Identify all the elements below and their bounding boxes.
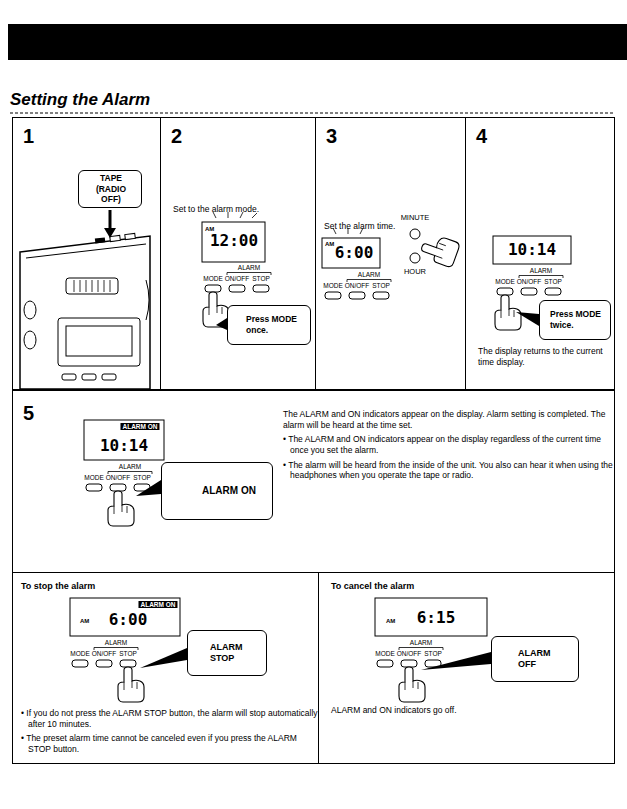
panel-heading: To cancel the alarm [331,581,601,592]
button-label: ON/OFF [517,278,542,285]
step-panel: 1TAPE (RADIO OFF) [12,117,161,390]
callout-text: ALARM STOP [210,642,260,665]
button-label: MODE [70,650,90,657]
button-label: MODE [84,474,104,481]
callout-text: ALARM ON [202,485,262,498]
step-panel: To cancel the alarmALARM and ON indicato… [318,572,615,764]
lcd-indicator: AM [325,241,334,248]
lcd-indicator: AM [205,226,214,233]
button-label: STOP [424,650,442,657]
lcd-digits: 10:14 [508,241,556,259]
callout-box: Press MODE once. [227,305,311,345]
callout-box: ALARM OFF [491,636,579,682]
button-label: ON/OFF [106,474,131,481]
callout-text: Press MODE twice. [550,309,604,330]
button-label: STOP [133,474,151,481]
button-label: MODE [203,275,223,282]
note-bullet: • If you do not press the ALARM STOP but… [21,708,318,729]
lcd-digits: 6:15 [417,609,456,627]
button-label: ALARM [357,271,381,278]
instruction-text: Set the alarm time. [324,221,402,232]
header-bar [8,24,627,60]
title-rule [10,113,615,114]
minute-button [410,229,420,239]
button-label: ALARM [237,264,261,271]
button-label: STOP [252,275,270,282]
step-panel: 5 The ALARM and ON indicators appear on t… [12,390,615,573]
callout-box: TAPE (RADIO OFF) [78,170,142,208]
lcd-indicator: AM [80,618,89,625]
callout-text: Press MODE once. [246,314,304,335]
callout-text: ALARM OFF [518,648,568,671]
pressing-hand [399,667,425,702]
button-label: MODE [375,650,395,657]
pressing-hand [108,491,134,526]
step-panel: 2Set to the alarm mode. Press MODE once. [160,117,316,390]
step-number: 4 [476,124,487,149]
button-label: MODE [495,278,515,285]
button-label: ON/OFF [397,650,422,657]
button-label: ALARM [118,463,142,470]
instruction-text: Set to the alarm mode. [173,204,308,215]
button-label: MODE [323,282,343,289]
lcd-digits: 6:00 [335,244,374,262]
panel-heading: To stop the alarm [21,581,301,592]
lcd-indicator: ALARM ON [120,423,159,430]
pressing-hand [419,232,461,268]
instruction-text: The display returns to the current time … [478,346,608,367]
lcd-digits: 10:14 [100,437,148,455]
button-label: STOP [544,278,562,285]
control-label: HOUR [404,268,426,276]
callout-box: ALARM STOP [187,630,267,676]
instruction-text: ALARM and ON indicators go off. [331,705,601,716]
note-bullet: • The ALARM and ON indicators appear on … [283,434,615,455]
lcd-indicator: AM [386,618,395,625]
pointer-arrow [109,210,112,230]
instruction-text: The ALARM and ON indicators appear on th… [283,409,608,430]
step-number: 5 [23,401,34,426]
step-number: 3 [326,124,337,149]
callout-text: TAPE (RADIO OFF) [86,173,136,205]
control-label: MINUTE [401,214,430,222]
hour-button [410,253,420,263]
page-title: Setting the Alarm [10,90,150,110]
pressing-hand [118,667,144,702]
step-number: 2 [171,124,182,149]
button-label: STOP [119,650,137,657]
button-label: ALARM [104,639,128,646]
note-bullet: • The alarm will be heard from the insid… [283,460,615,481]
note-bullet: • The preset alarm time cannot be cancel… [21,733,318,754]
button-label: ON/OFF [92,650,117,657]
pointer-arrowhead [104,228,116,238]
button-label: ON/OFF [345,282,370,289]
callout-box: Press MODE twice. [539,300,611,340]
button-label: ALARM [409,639,433,646]
button-label: ON/OFF [225,275,250,282]
cassette-player [20,233,150,389]
callout-box: ALARM ON [161,462,273,520]
lcd-digits: 6:00 [109,611,148,629]
step-number: 1 [23,124,34,149]
lcd-indicator: ALARM ON [138,601,177,608]
lcd-digits: 12:00 [210,232,258,250]
button-label: STOP [372,282,390,289]
button-label: ALARM [529,267,553,274]
